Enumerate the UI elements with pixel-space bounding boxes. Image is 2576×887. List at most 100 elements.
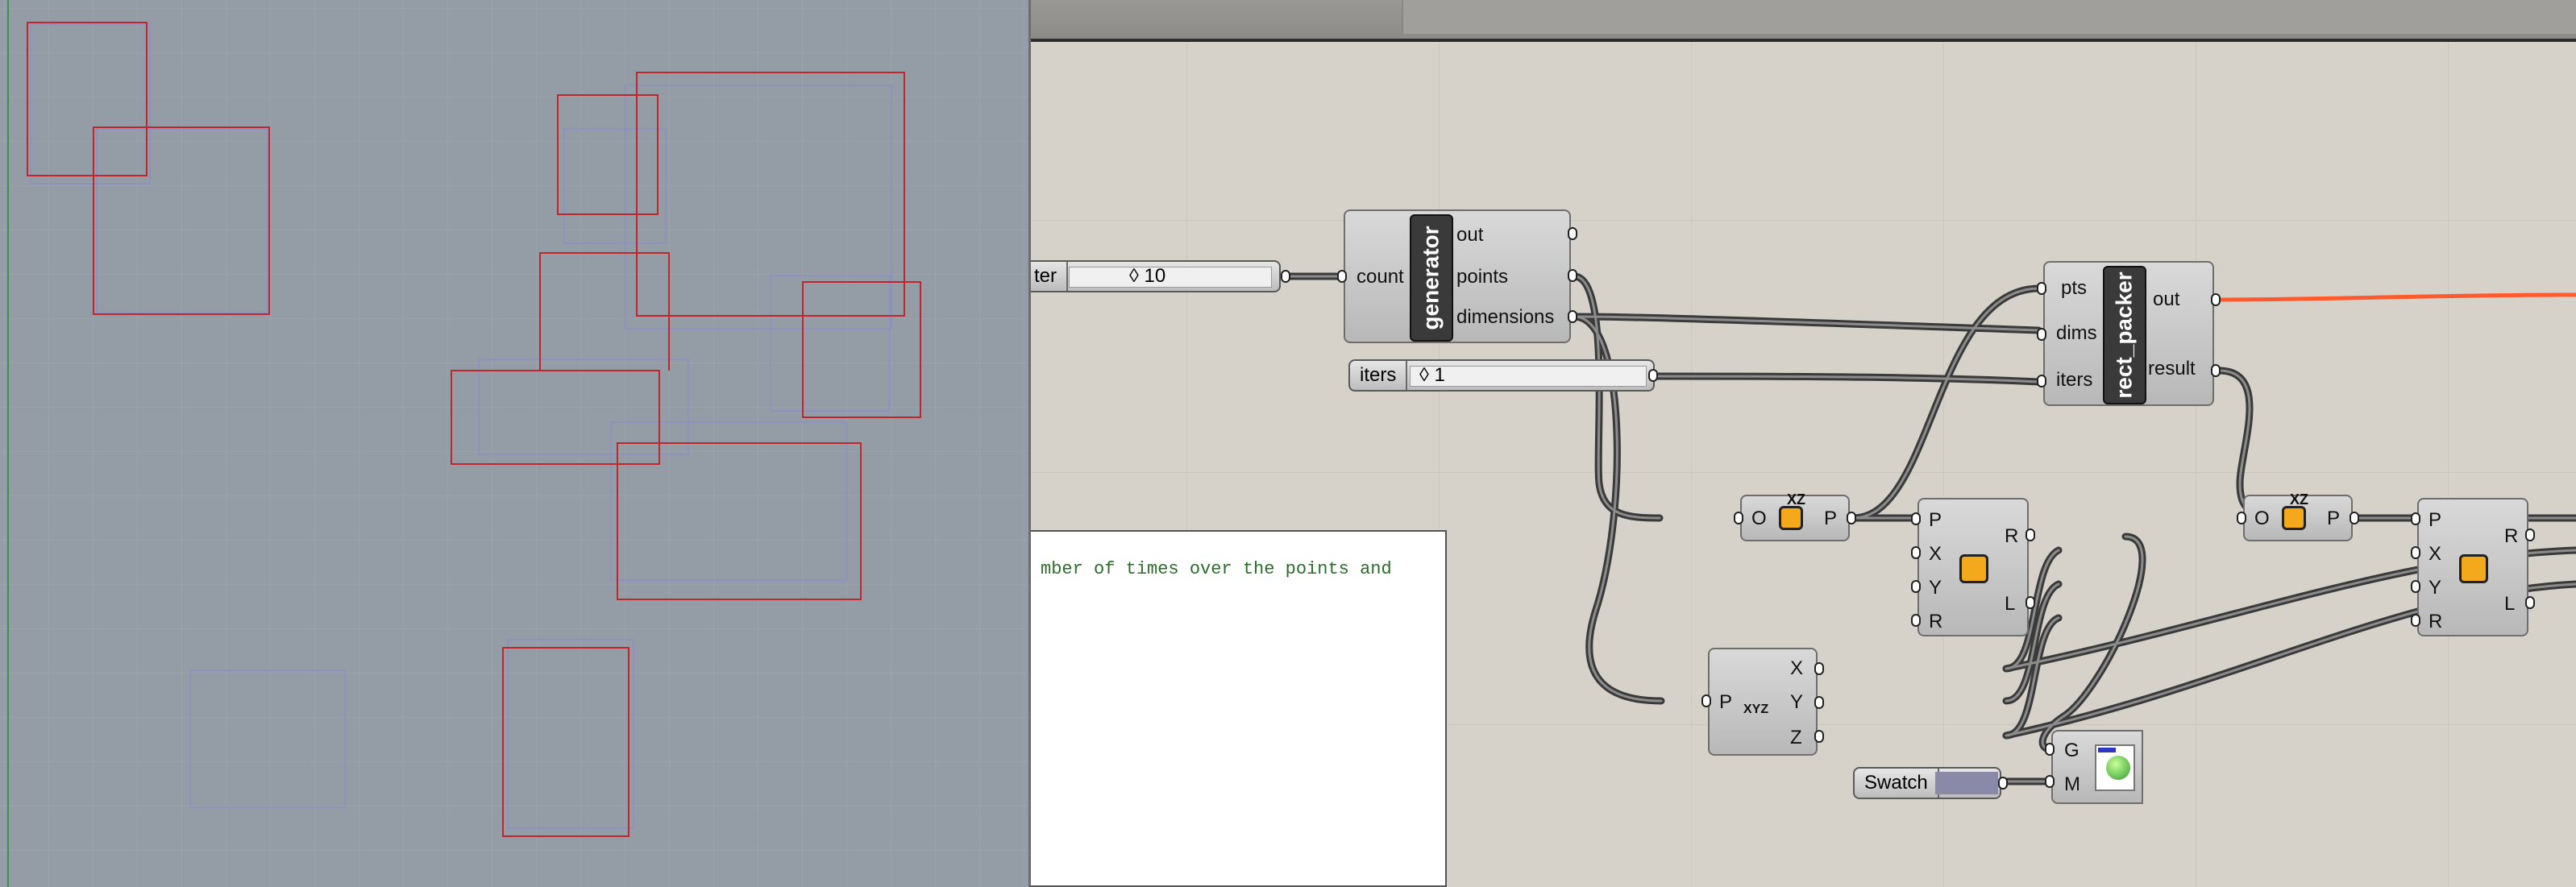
generator-input-count: count xyxy=(1357,266,1404,288)
rectangle-icon xyxy=(1959,554,1988,583)
preview-g-port[interactable] xyxy=(2045,743,2055,756)
xz-plane-2-input-port[interactable] xyxy=(2237,512,2246,524)
rect-packer-iters-port[interactable] xyxy=(2037,375,2046,388)
deconstruct-output-x: X xyxy=(1790,657,1804,679)
rectangle-2-input-r: R xyxy=(2429,611,2443,632)
count-slider[interactable]: ter ◊ 10 xyxy=(1031,260,1281,292)
preview-m-port[interactable] xyxy=(2045,775,2055,788)
deconstruct-point-component[interactable]: P XYZ X Y Z xyxy=(1708,648,1818,756)
rect-packer-dims-port[interactable] xyxy=(2037,328,2046,341)
rect-packer-input-iters: iters xyxy=(2056,369,2093,391)
rectangle-output-r: R xyxy=(2005,525,2019,547)
xz-plane-2-output-p: P xyxy=(2327,508,2341,529)
iters-slider-output-port[interactable] xyxy=(1648,369,1658,382)
rect-packer-out-port[interactable] xyxy=(2211,293,2221,306)
iters-slider[interactable]: iters ◊ 1 xyxy=(1348,359,1655,392)
swatch-label: Swatch xyxy=(1855,769,1939,798)
generator-points-port[interactable] xyxy=(1568,269,1577,282)
xz-plane-tag: XZ xyxy=(1787,491,1806,508)
rect-packer-input-dims: dims xyxy=(2056,322,2097,344)
generator-output-points: points xyxy=(1456,266,1509,288)
deconstruct-y-port[interactable] xyxy=(1814,696,1824,709)
xz-plane-output-p: P xyxy=(1824,508,1838,529)
rectangle-2-output-l: L xyxy=(2504,593,2516,615)
xz-plane-icon xyxy=(1779,506,1803,530)
rectangle-input-r: R xyxy=(1929,611,1943,632)
rectangle-input-y: Y xyxy=(1929,577,1942,599)
grasshopper-canvas[interactable]: ter ◊ 10 count generator out points dime… xyxy=(1031,0,2576,887)
rectangle-2-input-y: Y xyxy=(2429,577,2442,599)
rectangle-p-port[interactable] xyxy=(1911,512,1921,525)
generator-out-port[interactable] xyxy=(1568,227,1577,240)
rectangle-2-x-port[interactable] xyxy=(2411,546,2420,559)
rectangle-input-p: P xyxy=(1929,509,1942,531)
swatch-color[interactable] xyxy=(1935,772,1998,794)
xz-plane-output-port[interactable] xyxy=(1847,512,1856,524)
xz-plane-2-output-port[interactable] xyxy=(2350,512,2359,524)
count-slider-output-port[interactable] xyxy=(1281,270,1290,283)
xz-plane-input-port[interactable] xyxy=(1734,512,1743,524)
rectangle-2-p-port[interactable] xyxy=(2411,512,2420,525)
canvas-toolbar-panel xyxy=(1402,0,2576,34)
rectangle-component[interactable]: P X Y R R L xyxy=(1917,498,2029,636)
rect-packer-output-out: out xyxy=(2153,288,2180,310)
rectangle-2-r-output-port[interactable] xyxy=(2525,528,2535,541)
rectangle-l-output-port[interactable] xyxy=(2025,596,2035,609)
count-slider-value: ◊ 10 xyxy=(1129,265,1166,287)
rectangle-2-y-port[interactable] xyxy=(2411,580,2420,593)
swatch-component[interactable]: Swatch xyxy=(1853,767,2001,799)
generator-input-port[interactable] xyxy=(1337,270,1347,283)
generator-dimensions-port[interactable] xyxy=(1568,310,1577,323)
generator-component[interactable]: count generator out points dimensions xyxy=(1344,209,1571,343)
preview-input-m: M xyxy=(2064,773,2080,795)
rhino-viewport[interactable] xyxy=(0,0,1031,887)
selected-wire xyxy=(2217,292,2576,302)
xz-plane-input-o: O xyxy=(1751,508,1767,529)
deconstruct-output-z: Z xyxy=(1790,727,1802,748)
rectangle-input-x: X xyxy=(1929,543,1942,565)
xz-plane-component[interactable]: O XZ P xyxy=(1740,491,1850,541)
deconstruct-z-port[interactable] xyxy=(1814,730,1824,743)
rect-packer-input-pts: pts xyxy=(2061,277,2088,299)
rect-packer-component[interactable]: pts dims iters rect_packer out result xyxy=(2043,261,2214,406)
deconstruct-x-port[interactable] xyxy=(1814,662,1824,675)
viewport-outlines xyxy=(30,23,892,829)
rect-packer-result-port[interactable] xyxy=(2211,364,2221,377)
rectangle-r-port[interactable] xyxy=(1911,614,1921,627)
generator-output-dimensions: dimensions xyxy=(1456,306,1555,328)
rectangle-output-l: L xyxy=(2005,593,2016,615)
iters-slider-label: iters xyxy=(1350,361,1408,390)
rectangle-y-port[interactable] xyxy=(1911,580,1921,593)
rectangle-2-output-r: R xyxy=(2504,525,2519,547)
rectangle-2-icon xyxy=(2459,554,2488,583)
count-slider-label: ter xyxy=(1031,262,1069,291)
rectangle-component-2[interactable]: P X Y R R L xyxy=(2417,498,2528,636)
xz-plane-2-tag: XZ xyxy=(2290,491,2309,508)
viewport-grid xyxy=(0,0,1028,887)
custom-preview-component[interactable]: G M xyxy=(2051,730,2143,804)
canvas-toolbar xyxy=(1031,0,2576,42)
generator-output-out: out xyxy=(1456,224,1484,246)
rectangle-2-input-p: P xyxy=(2429,509,2442,531)
rectangle-x-port[interactable] xyxy=(1911,546,1921,559)
panel-text: mber of times over the points and xyxy=(1041,559,1392,579)
deconstruct-output-y: Y xyxy=(1790,691,1804,713)
rectangle-2-input-x: X xyxy=(2429,543,2442,565)
generator-name: generator xyxy=(1410,214,1453,342)
viewport-drawing xyxy=(0,0,1028,887)
deconstruct-icon: XYZ xyxy=(1743,703,1769,716)
text-panel[interactable]: mber of times over the points and xyxy=(1031,530,1447,887)
rectangle-r-output-port[interactable] xyxy=(2025,528,2035,541)
deconstruct-input-port[interactable] xyxy=(1701,694,1711,707)
preview-input-g: G xyxy=(2064,740,2079,761)
count-slider-track[interactable] xyxy=(1069,267,1272,288)
viewport-rectangles xyxy=(27,22,921,837)
xz-plane-2-icon xyxy=(2282,506,2306,530)
rect-packer-pts-port[interactable] xyxy=(2037,282,2046,295)
rectangle-2-r-port[interactable] xyxy=(2411,614,2420,627)
iters-slider-track[interactable] xyxy=(1410,366,1647,387)
rectangle-2-l-output-port[interactable] xyxy=(2525,596,2535,609)
xz-plane-2-input-o: O xyxy=(2254,508,2270,529)
xz-plane-component-2[interactable]: O XZ P xyxy=(2243,491,2353,541)
swatch-output-port[interactable] xyxy=(1998,777,2008,790)
